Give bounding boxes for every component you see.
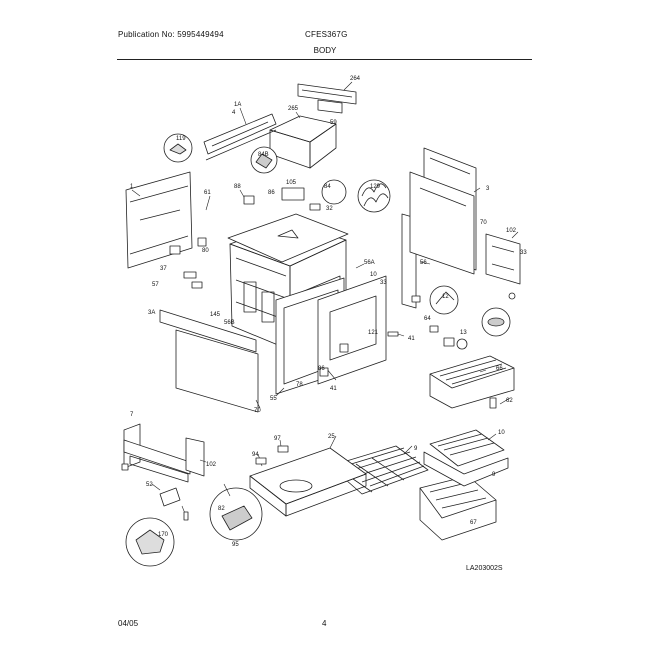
top-trim-part <box>297 83 357 114</box>
callout-33-right: 33 <box>520 250 527 256</box>
callout-61: 61 <box>204 190 211 196</box>
callout-70: 70 <box>480 220 487 226</box>
callout-3a: 3A <box>148 310 155 316</box>
broil-pan-part <box>423 429 509 487</box>
callout-170: 170 <box>158 532 169 538</box>
callout-41-right: 41 <box>408 336 415 342</box>
small-fasteners <box>169 187 516 521</box>
callout-80: 80 <box>202 248 209 254</box>
callout-67: 67 <box>470 520 477 526</box>
callout-10-pan: 10 <box>498 430 505 436</box>
callout-84b: 84B <box>258 152 269 158</box>
callout-84: 84 <box>324 184 331 190</box>
callout-32: 32 <box>326 206 333 212</box>
callout-13: 13 <box>460 330 467 336</box>
callout-56a: 56A <box>364 260 375 266</box>
callout-88: 88 <box>234 184 241 190</box>
callout-62: 62 <box>506 398 513 404</box>
callout-86: 86 <box>268 190 275 196</box>
callout-10-mid: 10 <box>370 272 377 278</box>
oven-rack-part <box>329 445 429 495</box>
callout-1a: 1A <box>234 102 241 108</box>
callout-9-rack: 9 <box>414 446 418 452</box>
callout-94: 94 <box>252 452 259 458</box>
callout-129: 129 <box>370 184 381 190</box>
callout-56: 56 <box>420 260 427 266</box>
back-panel-part <box>409 171 475 275</box>
callout-95: 95 <box>232 542 239 548</box>
callout-119: 119 <box>176 136 186 142</box>
callout-264: 264 <box>350 76 361 82</box>
callout-86-lower: 86 <box>318 366 325 372</box>
publication-number: Publication No: 5995449494 <box>118 30 224 39</box>
model-number: CFES367G <box>305 30 348 39</box>
kick-panel-part <box>159 309 257 353</box>
callout-59: 59 <box>330 120 337 126</box>
callout-265: 265 <box>288 106 299 112</box>
left-side-panel-part <box>125 171 193 269</box>
broil-element-part <box>429 355 515 409</box>
detail-circle-12 <box>429 285 459 315</box>
detail-circle-129 <box>357 179 391 213</box>
callout-78: 78 <box>296 382 303 388</box>
callout-55: 55 <box>270 396 277 402</box>
top-panel-part <box>269 115 337 169</box>
callout-121: 121 <box>368 330 379 336</box>
oven-door-part <box>317 275 387 385</box>
footer-date: 04/05 <box>118 619 139 628</box>
page-number: 4 <box>322 619 327 628</box>
leveling-leg-part <box>121 463 181 507</box>
cooktop-frame-part <box>227 213 349 263</box>
callout-102-upper: 102 <box>506 228 517 234</box>
callout-52: 52 <box>146 482 153 488</box>
callout-33-mid: 33 <box>380 280 387 286</box>
side-trim-part <box>203 113 277 161</box>
callout-41-lower: 41 <box>330 386 337 392</box>
callout-57: 57 <box>152 282 159 288</box>
callout-1: 1 <box>130 184 134 190</box>
callout-3: 3 <box>486 186 490 192</box>
rear-bracket-part <box>485 233 521 285</box>
callout-145: 145 <box>210 312 221 318</box>
callout-102-lower: 102 <box>206 462 217 468</box>
callout-64: 64 <box>424 316 431 322</box>
callout-37: 37 <box>160 266 167 272</box>
lower-front-panel-part <box>175 329 259 413</box>
header-rule <box>117 59 532 60</box>
bake-element-part <box>419 475 497 541</box>
callout-66: 66 <box>496 366 503 372</box>
callout-12: 12 <box>442 294 449 300</box>
callout-82: 82 <box>218 506 225 512</box>
callout-9-pan: 9 <box>492 472 496 478</box>
detail-circle-84 <box>321 179 347 205</box>
callout-97: 97 <box>274 436 281 442</box>
callout-labels: 264 265 59 1A 4 119 84B 105 86 84 129 1 … <box>130 76 527 548</box>
callout-70-lower: 70 <box>254 408 261 414</box>
callout-105: 105 <box>286 180 297 186</box>
callout-4: 4 <box>232 110 236 116</box>
callout-25: 25 <box>328 434 335 440</box>
callout-56b: 56B <box>224 320 235 326</box>
section-title: BODY <box>313 46 337 55</box>
drawer-tray-part <box>249 447 367 517</box>
lower-frame-part <box>123 423 205 483</box>
drawing-code: LA203002S <box>466 565 503 572</box>
callout-7: 7 <box>130 412 134 418</box>
